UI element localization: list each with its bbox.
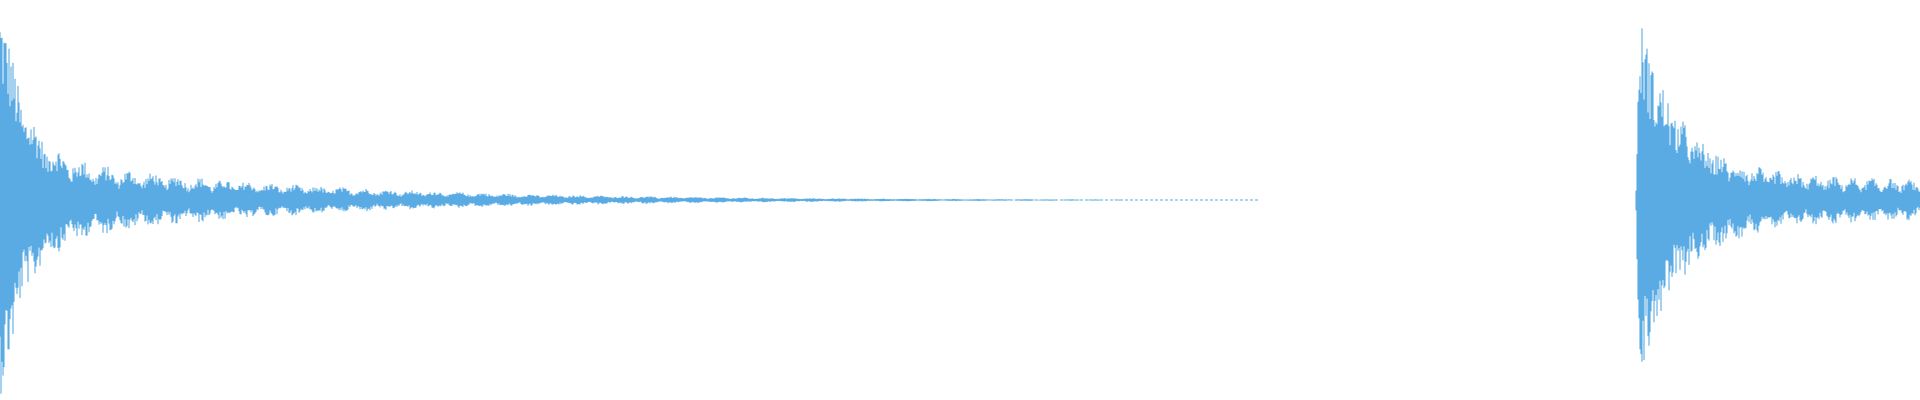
waveform-clip-1[interactable] <box>0 32 1258 394</box>
waveform-path <box>0 32 1123 394</box>
waveform-path <box>1635 28 1920 362</box>
waveform-clip-2[interactable] <box>1635 28 1920 362</box>
